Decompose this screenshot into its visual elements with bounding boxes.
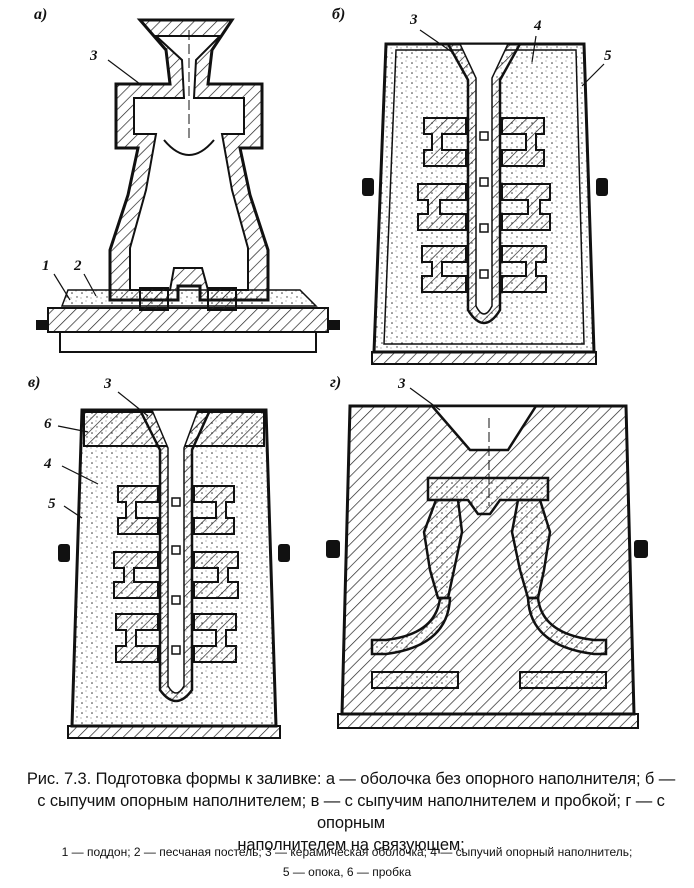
panel-label-g: г) (330, 374, 342, 391)
callout-4-b: 4 (534, 18, 542, 34)
callout-2-a: 2 (74, 258, 82, 274)
callout-1-a: 1 (42, 258, 50, 274)
callout-5-v: 5 (48, 496, 56, 512)
panel-label-v: в) (28, 374, 41, 391)
panel-label-b: б) (332, 6, 346, 23)
legend-line-1: 1 — поддон; 2 — песчаная постель; 3 — ке… (61, 845, 633, 859)
figure-caption: Рис. 7.3. Подготовка формы к заливке: а … (18, 768, 684, 856)
callout-4-v: 4 (44, 456, 52, 472)
caption-line-3: наполнителем на связующем; (237, 836, 465, 854)
callout-3-g: 3 (398, 376, 406, 392)
caption-line-2: с сыпучим опорным наполнителем; в — с сы… (37, 792, 665, 832)
panel-a-drawing (36, 18, 340, 353)
callout-3-b: 3 (410, 12, 418, 28)
panel-label-a: а) (34, 6, 48, 23)
callout-3-v: 3 (104, 376, 112, 392)
callout-6-v: 6 (44, 416, 52, 432)
figure-legend: 1 — поддон; 2 — песчаная постель; 3 — ке… (6, 842, 688, 882)
callout-3-a: 3 (90, 48, 98, 64)
legend-line-2: 5 — опока, 6 — пробка (282, 865, 412, 879)
figure: а) б) в) г) 3 1 2 3 4 5 3 6 4 5 3 (28, 6, 648, 739)
panel-g-drawing (326, 387, 648, 729)
caption-line-1: Рис. 7.3. Подготовка формы к заливке: а … (26, 770, 676, 788)
panel-b-drawing (362, 29, 608, 365)
mold-drawings (36, 18, 648, 739)
callout-5-b: 5 (604, 48, 612, 64)
panel-v-drawing (57, 391, 290, 739)
